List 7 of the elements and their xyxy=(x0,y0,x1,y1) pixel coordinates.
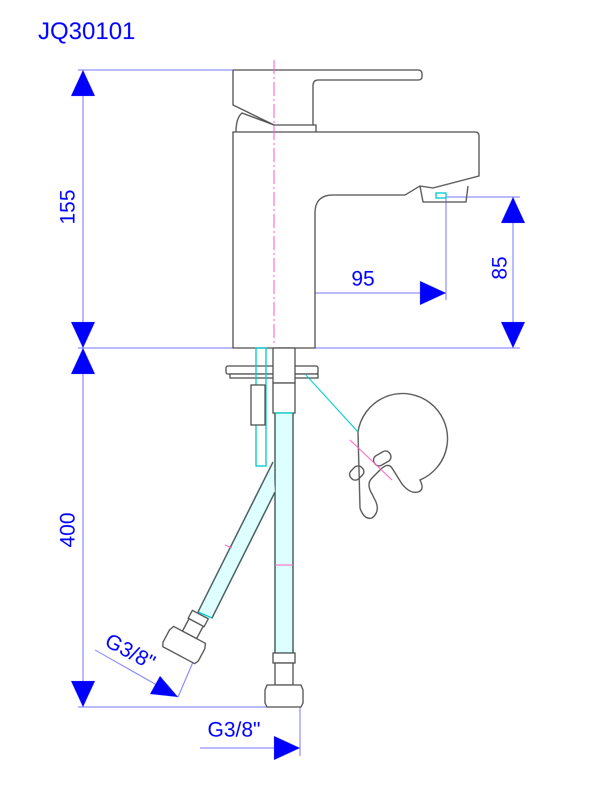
dimension-value: G3/8" xyxy=(208,720,260,740)
dimension-value: 400 xyxy=(58,512,78,548)
dimension-value: 95 xyxy=(351,268,375,290)
model-number: JQ30101 xyxy=(38,20,136,44)
dimension-value: 155 xyxy=(58,189,78,225)
dimension-value: G3/8" xyxy=(102,630,158,674)
dimension-value: 85 xyxy=(490,256,510,280)
